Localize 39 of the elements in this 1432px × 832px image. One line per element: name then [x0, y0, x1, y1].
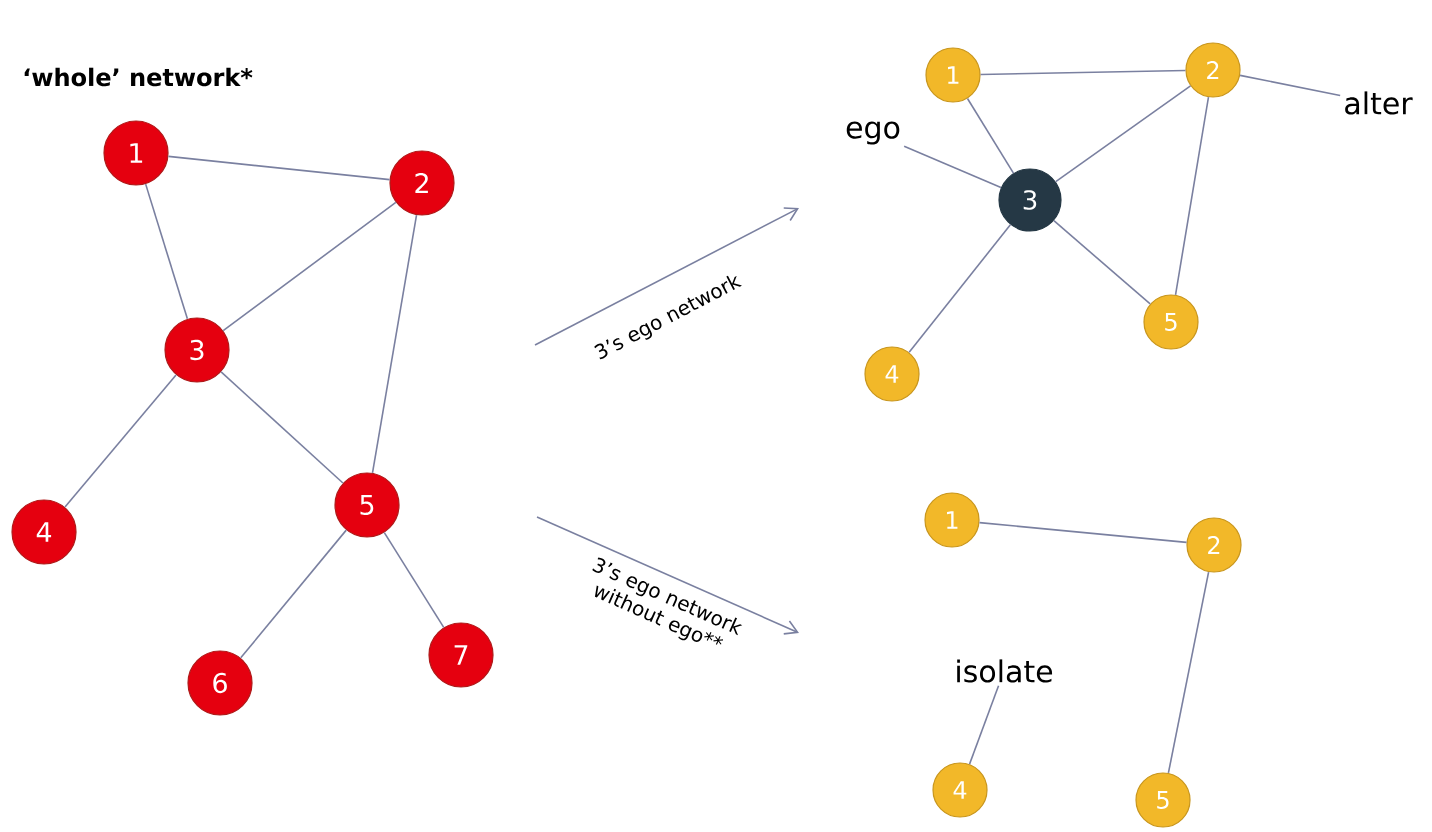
network-node: 6: [187, 650, 253, 716]
network-node: 1: [925, 47, 981, 103]
network-tie: [1054, 85, 1192, 183]
node-label: ego: [846, 121, 900, 145]
network-node: 1: [924, 492, 980, 548]
network-node: 1: [103, 120, 169, 186]
network-node: 5: [1143, 294, 1199, 350]
title: ‘whole’ network*: [24, 67, 253, 87]
network-tie: [966, 97, 1015, 174]
network-tie: [220, 371, 344, 484]
network-tie: [1174, 96, 1210, 296]
network-node: 4: [11, 499, 77, 565]
network-tie: [64, 374, 177, 508]
leader-line: [903, 145, 1002, 189]
network-node: 4: [864, 346, 920, 402]
leader-line: [1239, 74, 1341, 97]
network-node: 2: [1185, 42, 1241, 98]
network-node: 5: [1135, 772, 1191, 828]
ego-node: 3: [998, 168, 1062, 232]
node-label: alter: [1345, 91, 1413, 115]
network-node: 4: [932, 762, 988, 818]
leader-line: [968, 685, 1000, 765]
network-tie: [979, 69, 1187, 76]
network-tie: [978, 521, 1188, 544]
network-node: 5: [334, 472, 400, 538]
network-tie: [239, 529, 348, 659]
network-node: 2: [1186, 517, 1242, 573]
network-node: 2: [389, 150, 455, 216]
network-node: 3: [164, 317, 230, 383]
network-tie: [371, 214, 418, 474]
network-tie: [908, 223, 1012, 354]
network-tie: [383, 531, 445, 629]
network-node: 7: [428, 622, 494, 688]
network-tie: [1167, 571, 1210, 774]
network-tie: [1053, 219, 1151, 305]
network-tie: [167, 155, 391, 181]
node-label: isolate: [957, 659, 1053, 683]
network-tie: [222, 201, 397, 332]
network-tie: [144, 183, 189, 320]
